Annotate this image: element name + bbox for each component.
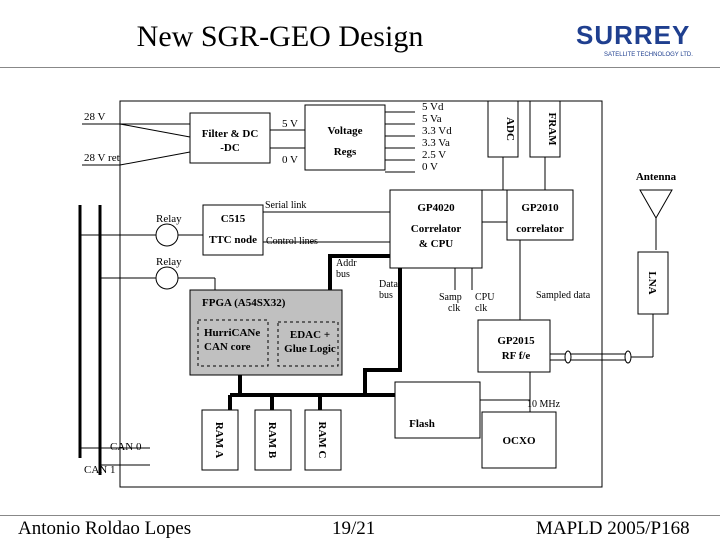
footer-rule xyxy=(0,515,720,516)
gp2015-block xyxy=(477,319,551,373)
can0-label: CAN 0 xyxy=(110,441,142,453)
filter-label-1: Filter & DC xyxy=(202,128,259,140)
gp2010-label-1: GP2010 xyxy=(521,202,559,214)
title-rule xyxy=(0,67,720,68)
antenna-label: Antenna xyxy=(636,171,677,183)
control-lines-label: Control lines xyxy=(266,236,318,247)
gp4020-label-1: GP4020 xyxy=(417,202,455,214)
adc-block xyxy=(487,100,519,158)
board-outline xyxy=(119,100,603,488)
coax-connector-left xyxy=(564,350,572,364)
data-bus xyxy=(363,268,402,395)
sampled-data-label: Sampled data xyxy=(536,290,591,301)
ram-c-block xyxy=(304,409,342,471)
voltage-regs-block xyxy=(304,104,386,171)
samp-clk-label-1: Samp xyxy=(439,292,462,303)
clock-10mhz-label: 10 MHz xyxy=(527,399,561,410)
gp2010-label-2: correlator xyxy=(516,223,564,235)
logo-wordmark: SURREY xyxy=(576,20,691,50)
supply-rail-label: 3.3 Va xyxy=(422,137,450,149)
addr-bus-label-2: bus xyxy=(336,269,350,280)
samp-clk-label-2: clk xyxy=(448,303,460,314)
supply-rail-label: 0 V xyxy=(422,161,438,173)
footer-page-number: 19/21 xyxy=(332,518,376,539)
addr-bus-label-1: Addr xyxy=(336,258,357,269)
regs-label-1: Voltage xyxy=(327,125,362,137)
coax-connector-right xyxy=(624,350,632,364)
label-0v: 0 V xyxy=(282,154,298,166)
regs-label-2: Regs xyxy=(334,146,357,158)
serial-link-label: Serial link xyxy=(265,200,306,211)
edac-label-2: Glue Logic xyxy=(284,343,336,355)
supply-rail-label: 5 Va xyxy=(422,113,442,125)
wire-28v-to-filter xyxy=(119,123,191,138)
gp2015-label-1: GP2015 xyxy=(497,335,535,347)
addr-bus xyxy=(328,254,390,290)
ram-c-label: RAM C xyxy=(316,422,328,459)
ttc-label: TTC node xyxy=(209,234,257,246)
gp4020-block xyxy=(389,189,483,269)
flash-block xyxy=(394,381,481,439)
gp2015-label-2: RF f/e xyxy=(502,350,531,362)
relay2-icon xyxy=(155,266,179,290)
surrey-logo: SURREY SATELLITE TECHNOLOGY LTD. xyxy=(576,20,716,70)
fpga-block xyxy=(189,289,343,376)
label-28v-ret: 28 V ret xyxy=(84,152,120,164)
footer-author: Antonio Roldao Lopes xyxy=(18,518,192,539)
relay1-label: Relay xyxy=(156,213,182,225)
can1-label: CAN 1 xyxy=(84,464,115,476)
fpga-label: FPGA (A54SX32) xyxy=(202,297,286,309)
fram-label: FRAM xyxy=(546,113,558,147)
cpu-clk-label-2: clk xyxy=(475,303,487,314)
filter-dcdc-block xyxy=(189,112,271,164)
supply-rail-labels: 5 Vd5 Va3.3 Vd3.3 Va2.5 V0 V xyxy=(422,101,452,173)
flash-label: Flash xyxy=(409,418,435,430)
fram-block xyxy=(529,100,561,158)
ocxo-label: OCXO xyxy=(503,435,536,447)
gp4020-label-3: & CPU xyxy=(419,238,454,250)
edac-block xyxy=(277,321,339,367)
data-bus-label-2: bus xyxy=(379,290,393,301)
lna-block xyxy=(637,251,669,315)
footer-conference: MAPLD 2005/P168 xyxy=(536,518,690,539)
gp2010-block xyxy=(506,189,574,241)
supply-rail-label: 3.3 Vd xyxy=(422,125,452,137)
data-bus-label-1: Data xyxy=(379,279,398,290)
c515-block xyxy=(202,204,264,256)
hurricane-label-1: HurriCANe xyxy=(204,327,260,339)
hurricane-block xyxy=(197,319,269,367)
filter-label-2: -DC xyxy=(220,142,240,154)
ram-a-label: RAM A xyxy=(213,422,225,458)
ram-b-block xyxy=(254,409,292,471)
lna-label: LNA xyxy=(646,271,658,294)
wire-28v-ret-to-filter xyxy=(119,151,191,166)
c515-label: C515 xyxy=(221,213,246,225)
hurricane-label-2: CAN core xyxy=(204,341,251,353)
supply-rail-label: 5 Vd xyxy=(422,101,444,113)
logo-subtitle: SATELLITE TECHNOLOGY LTD. xyxy=(604,52,693,58)
antenna-icon xyxy=(639,189,673,220)
cpu-clk-label-1: CPU xyxy=(475,292,495,303)
relay1-icon xyxy=(155,223,179,247)
relay2-label: Relay xyxy=(156,256,182,268)
adc-label: ADC xyxy=(504,117,516,141)
supply-rail-label: 2.5 V xyxy=(422,149,446,161)
label-28v: 28 V xyxy=(84,111,106,123)
slide-title: New SGR-GEO Design xyxy=(136,20,424,53)
gp4020-label-2: Correlator xyxy=(411,223,462,235)
label-5v: 5 V xyxy=(282,118,298,130)
ram-a-block xyxy=(201,409,239,471)
ocxo-block xyxy=(481,411,557,469)
edac-label-1: EDAC + xyxy=(290,329,330,341)
ram-b-label: RAM B xyxy=(266,422,278,459)
